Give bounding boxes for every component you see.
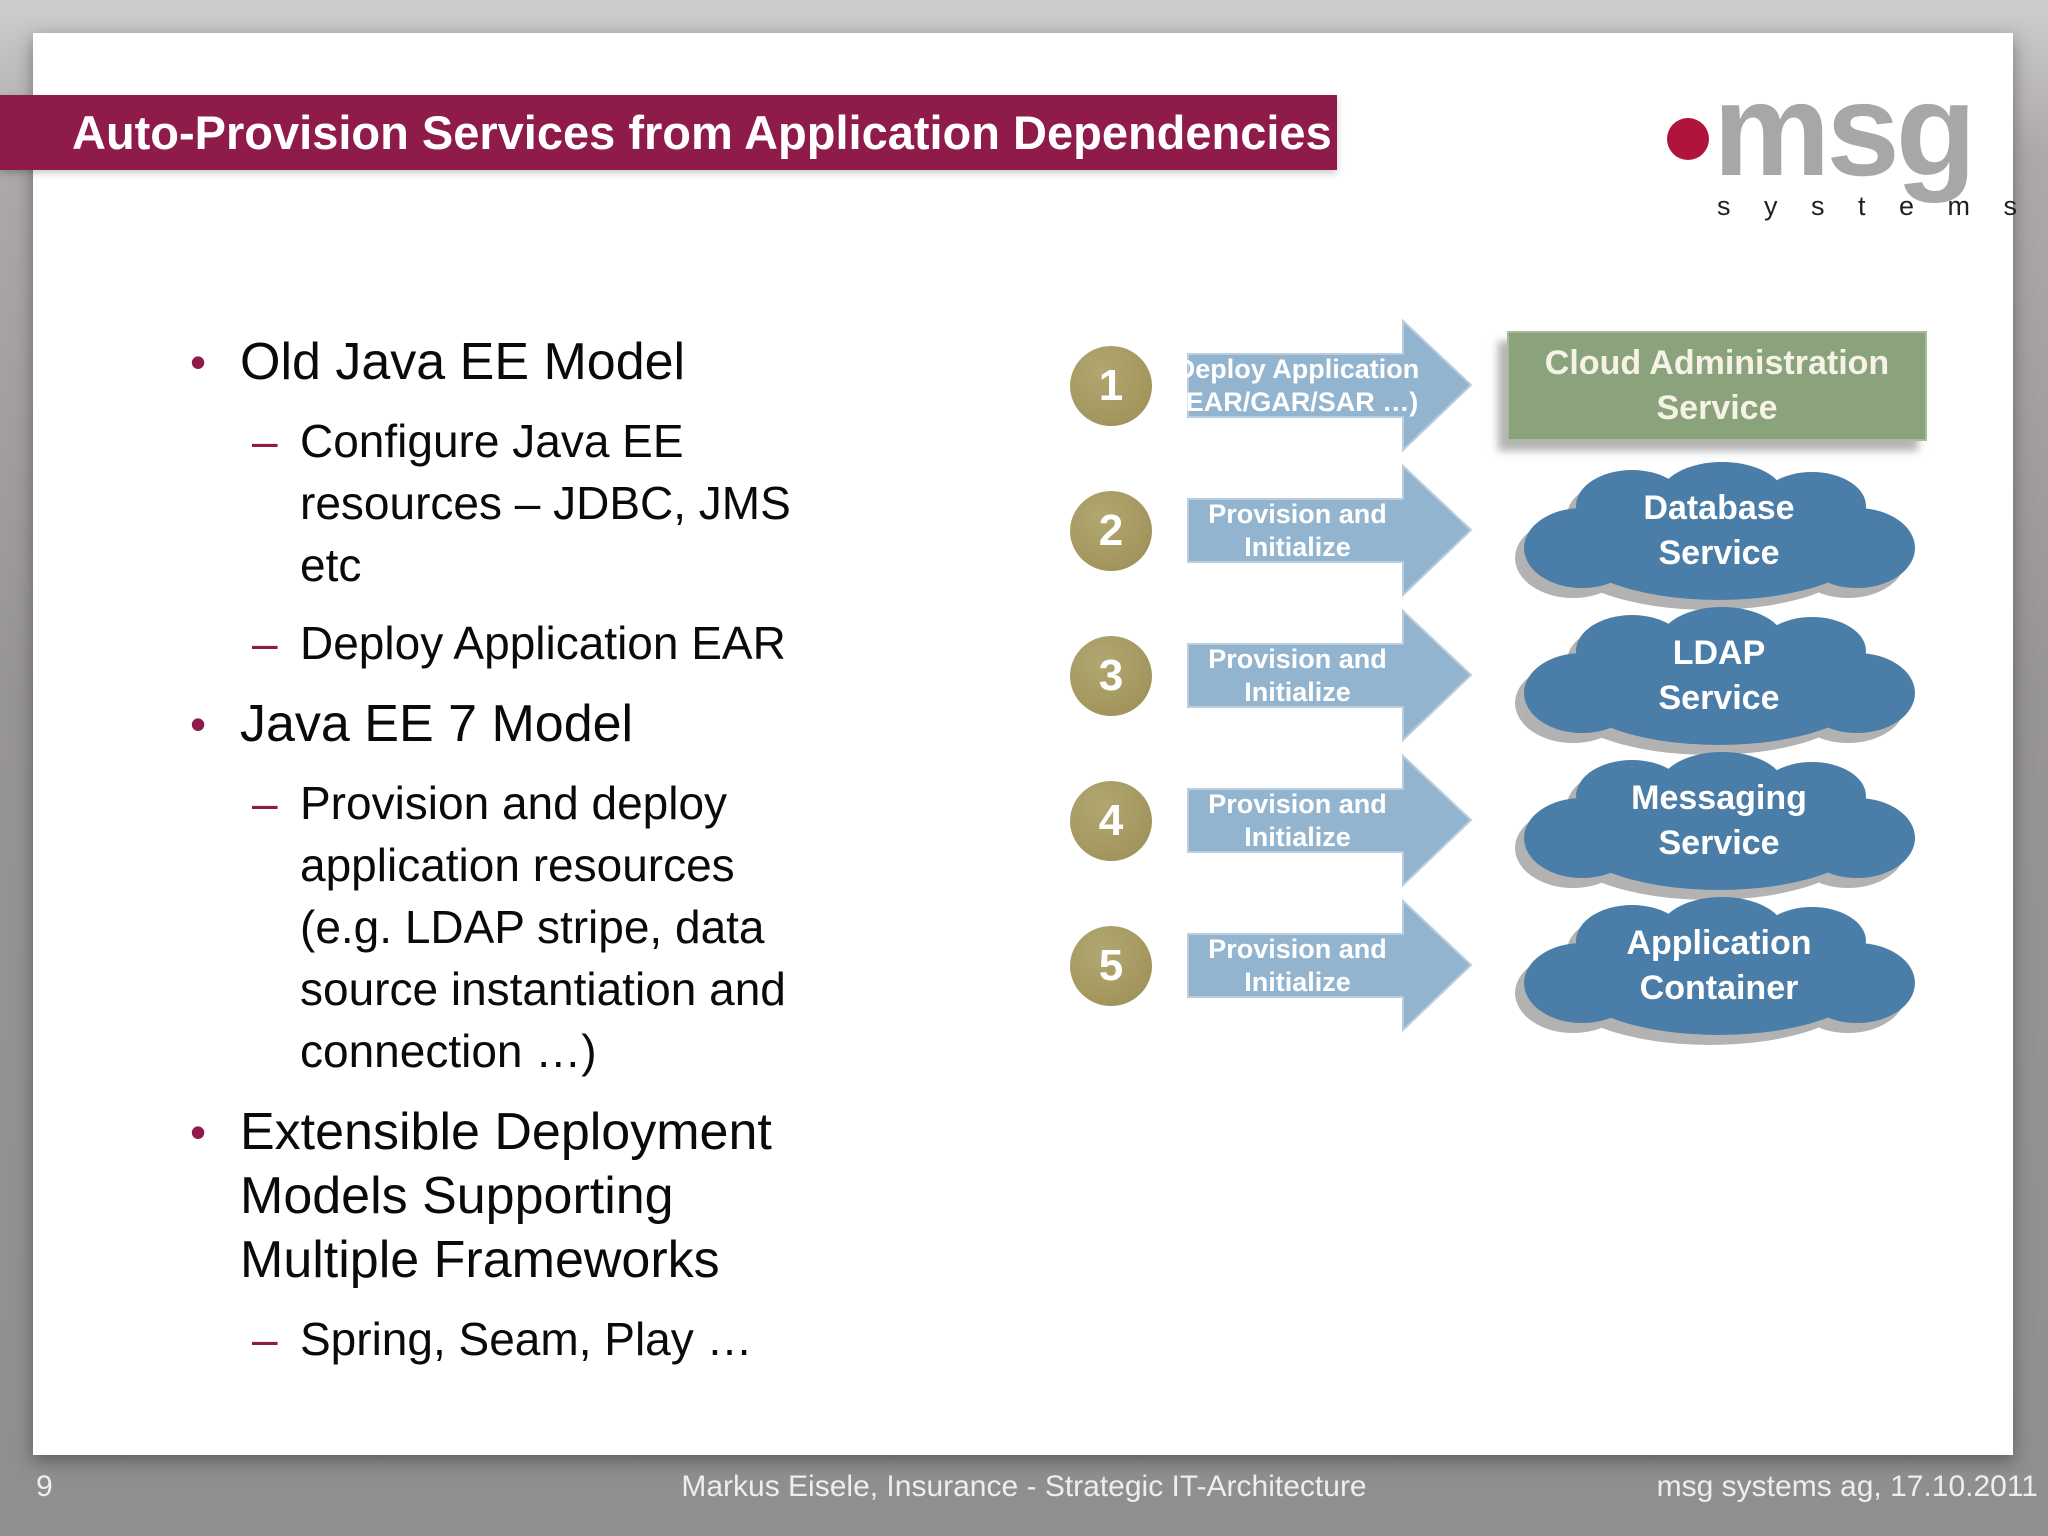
slide-title: Auto-Provision Services from Application… xyxy=(72,106,1332,159)
bullet-subitem: – Deploy Application EAR xyxy=(252,612,890,674)
step-number: 5 xyxy=(1098,940,1124,990)
diagram-row-5: 5 Provision and Initialize xyxy=(1070,891,1931,1045)
step-circle-3: 3 xyxy=(1070,635,1152,716)
provisioning-diagram: 1 Deploy Application (EAR/GAR/SAR …) Clo… xyxy=(1060,313,1931,1045)
bullet-text: Multiple Frameworks xyxy=(240,1231,720,1289)
arrow-right-icon: Provision and Initialize xyxy=(1187,753,1473,888)
bullet-text: resources – JDBC, JMS xyxy=(300,477,791,529)
arrow-label: Provision and Initialize xyxy=(1208,788,1387,852)
diagram-row-2: 2 Provision and Initialize xyxy=(1070,456,1931,610)
bullet-text: (e.g. LDAP stripe, data xyxy=(300,901,765,953)
step-number: 3 xyxy=(1098,650,1124,700)
step-number: 1 xyxy=(1098,360,1124,410)
bullet-text: application resources xyxy=(300,839,735,891)
arrow-right-icon: Provision and Initialize xyxy=(1187,463,1473,598)
ldap-service-cloud: LDAP Service xyxy=(1507,601,1931,755)
diagram-row-1: 1 Deploy Application (EAR/GAR/SAR …) Clo… xyxy=(1070,313,1931,458)
logo-dot-icon xyxy=(1667,118,1709,161)
bullet-dash: – xyxy=(252,1313,278,1365)
bullet-text: Extensible Deployment xyxy=(240,1103,772,1161)
diagram-row-3: 3 Provision and Initialize xyxy=(1070,601,1931,755)
bullet-text: Deploy Application EAR xyxy=(300,617,786,669)
bullet-dot: • xyxy=(190,336,207,388)
arrow-right-icon: Deploy Application (EAR/GAR/SAR …) xyxy=(1175,318,1473,453)
slide-title-banner: Auto-Provision Services from Application… xyxy=(0,95,1337,170)
step-circle-2: 2 xyxy=(1070,490,1152,571)
step-circle-4: 4 xyxy=(1070,780,1152,861)
step-circle-5: 5 xyxy=(1070,925,1152,1006)
bullet-item: • Extensible Deployment Models Supportin… xyxy=(190,1100,890,1292)
bullet-text: Models Supporting xyxy=(240,1167,674,1225)
cloud-administration-service-box: Cloud Administration Service xyxy=(1507,330,1927,441)
bullet-dash: – xyxy=(252,415,278,467)
messaging-service-cloud: Messaging Service xyxy=(1507,746,1931,900)
application-container-cloud: Application Container xyxy=(1507,891,1931,1045)
logo-row: msg xyxy=(1643,56,2013,203)
diagram-row-4: 4 Provision and Initialize xyxy=(1070,746,1931,900)
step-circle-1: 1 xyxy=(1070,345,1152,426)
bullet-item: • Old Java EE Model xyxy=(190,330,890,394)
bullet-dash: – xyxy=(252,617,278,669)
cloud-label: Messaging Service xyxy=(1631,778,1807,862)
bullet-text: Provision and deploy xyxy=(300,777,728,829)
footer-author: Markus Eisele, Insurance - Strategic IT-… xyxy=(681,1470,1367,1503)
presentation-slide: msg s y s t e m s • Old Java EE Model – … xyxy=(33,33,2017,1455)
bullet-subitem: – Provision and deploy application resou… xyxy=(252,772,890,1082)
bullet-subitem: – Spring, Seam, Play … xyxy=(252,1308,890,1370)
arrow-right-icon: Provision and Initialize xyxy=(1187,898,1473,1033)
cloud-label: Database Service xyxy=(1643,488,1795,572)
page-number: 9 xyxy=(36,1470,53,1503)
bullet-text: etc xyxy=(300,539,362,591)
bullet-text: source instantiation and xyxy=(300,963,786,1015)
step-number: 2 xyxy=(1098,505,1124,555)
bullet-list: • Old Java EE Model – Configure Java EE … xyxy=(190,330,890,1386)
bullet-text: connection …) xyxy=(300,1025,597,1077)
bullet-item: • Java EE 7 Model xyxy=(190,692,890,756)
arrow-right-icon: Provision and Initialize xyxy=(1187,608,1473,743)
logo-subtitle: s y s t e m s xyxy=(1717,191,2031,221)
bullet-text: Java EE 7 Model xyxy=(240,695,634,753)
bullet-dash: – xyxy=(252,777,278,829)
cloud-label: Application Container xyxy=(1626,923,1812,1007)
msg-systems-logo: msg s y s t e m s xyxy=(1643,56,2017,249)
logo-wordmark: msg xyxy=(1713,56,1976,203)
bullet-text: Old Java EE Model xyxy=(240,333,686,391)
cloud-label: LDAP Service xyxy=(1658,633,1780,717)
arrow-label: Deploy Application (EAR/GAR/SAR …) xyxy=(1175,353,1420,417)
bullet-dot: • xyxy=(190,1106,207,1158)
bullet-dot: • xyxy=(190,698,207,750)
arrow-label: Provision and Initialize xyxy=(1208,933,1387,997)
arrow-label: Provision and Initialize xyxy=(1208,498,1387,562)
slide-footer: 9 Markus Eisele, Insurance - Strategic I… xyxy=(0,1470,2048,1510)
footer-company-date: msg systems ag, 17.10.2011 xyxy=(1656,1470,2038,1503)
database-service-cloud: Database Service xyxy=(1507,456,1931,610)
bullet-subitem: – Configure Java EE resources – JDBC, JM… xyxy=(252,410,890,596)
bullet-text: Spring, Seam, Play … xyxy=(300,1313,753,1365)
bullet-text: Configure Java EE xyxy=(300,415,684,467)
arrow-label: Provision and Initialize xyxy=(1208,643,1387,707)
step-number: 4 xyxy=(1098,795,1124,845)
